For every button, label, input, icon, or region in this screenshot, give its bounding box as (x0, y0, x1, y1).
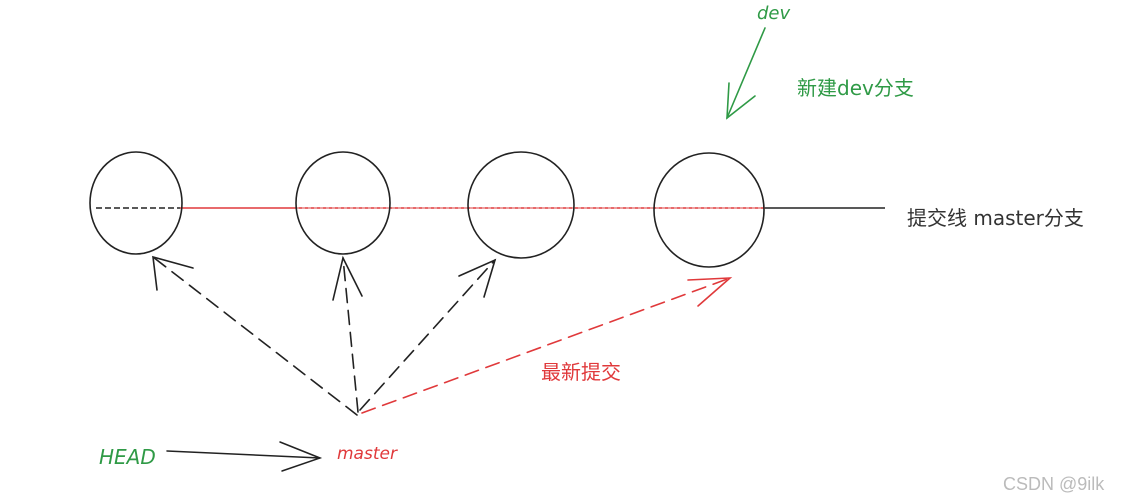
commit-node-4 (653, 152, 765, 268)
commit-node-2 (295, 151, 391, 255)
new-dev-branch-label: 新建dev分支 (797, 76, 914, 100)
latest-commit-label: 最新提交 (541, 360, 621, 384)
watermark: CSDN @9ilk (1003, 474, 1105, 494)
head-label: HEAD (99, 445, 156, 469)
master-to-latest-commit-arrow (361, 277, 733, 414)
commit-node-1 (89, 151, 183, 255)
head-pointer-arrow (166, 441, 323, 472)
master-to-commit-1-arrow (152, 255, 358, 416)
dev-label: dev (757, 3, 791, 24)
commit-node-3 (467, 151, 575, 259)
master-label: master (337, 444, 397, 464)
master-to-commit-3-arrow (359, 258, 497, 411)
dev-pointer-arrow (726, 27, 766, 120)
master-to-commit-2-arrow (332, 255, 363, 413)
commit-line-label: 提交线 master分支 (907, 206, 1084, 230)
